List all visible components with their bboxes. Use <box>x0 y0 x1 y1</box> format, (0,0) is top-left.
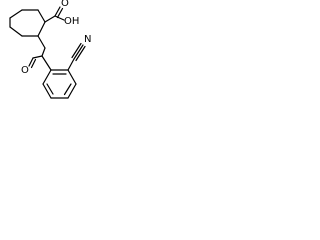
acid-oxygen-label: O <box>61 0 69 9</box>
benzene-inner-bond <box>46 83 54 95</box>
benzene-inner-bond <box>63 83 72 96</box>
acid-double-bond-b <box>56 7 64 19</box>
chemical-structure: O OH O <box>9 0 91 99</box>
nitrile-group: N <box>67 34 91 71</box>
ketone-group: O <box>21 57 37 76</box>
ring-bond <box>37 9 46 23</box>
triple-bond-a <box>73 44 84 60</box>
acid-double-bond-a <box>54 6 61 17</box>
triple-bond-b <box>75 45 86 62</box>
nitrile-nitrogen-label: N <box>84 34 91 45</box>
chain-bond <box>37 35 46 49</box>
ketone-double-bond-b <box>30 58 37 69</box>
benzene-bond <box>67 69 77 85</box>
triple-bond-c <box>71 42 82 59</box>
ring-bond <box>37 21 46 37</box>
benzene-bond <box>42 69 52 85</box>
chain-bond <box>41 55 52 71</box>
ketone-oxygen-label: O <box>21 65 29 76</box>
structure-diagram: O OH O <box>0 0 106 126</box>
cyclohexane-ring <box>9 9 46 37</box>
nitrile-bond <box>67 58 75 71</box>
carboxylic-acid-group: O OH <box>44 0 79 27</box>
benzene-bond <box>42 83 52 99</box>
chain-bond <box>41 47 46 57</box>
acid-oh-bond <box>54 15 65 21</box>
chain-bond <box>32 55 43 59</box>
benzene-ring <box>42 69 77 99</box>
ring-bond <box>9 9 23 19</box>
ring-bond <box>9 26 23 37</box>
carboxylic-oh-label: OH <box>64 16 79 27</box>
acid-bond <box>44 15 56 23</box>
benzene-bond <box>67 83 77 99</box>
ketone-double-bond-a <box>28 57 34 67</box>
side-chain <box>32 35 52 71</box>
